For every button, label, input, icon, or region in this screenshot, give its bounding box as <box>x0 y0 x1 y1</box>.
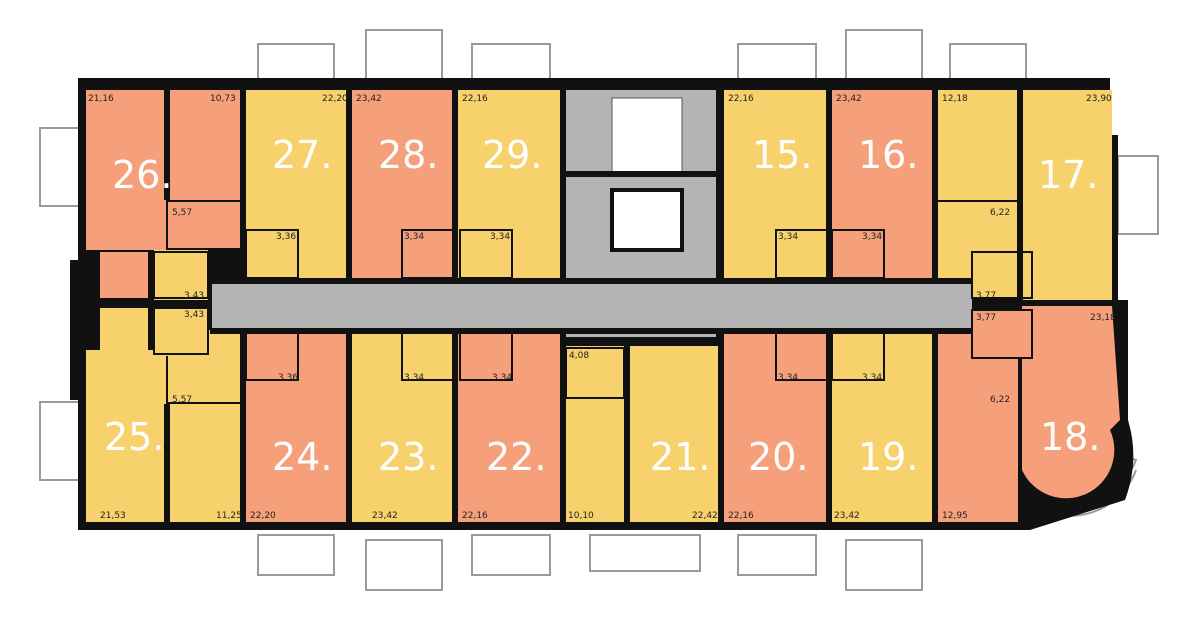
balcony <box>39 401 81 481</box>
apartment-26-room <box>86 90 166 250</box>
bath <box>153 251 209 299</box>
area-label: 3,43 <box>184 310 204 320</box>
area-label: 10,73 <box>210 94 236 104</box>
apartment-number: 20. <box>748 435 808 479</box>
bath <box>971 309 1033 359</box>
apartment-18-room <box>1022 306 1120 499</box>
bath <box>459 331 513 381</box>
area-label: 3,77 <box>976 313 996 323</box>
area-label: 3,34 <box>404 232 424 242</box>
apartment-25-room <box>86 350 166 522</box>
apartment-number: 21. <box>650 435 710 479</box>
balcony <box>845 29 923 81</box>
apartment-26-room <box>168 90 240 200</box>
apartment-number: 19. <box>858 435 918 479</box>
bath <box>775 331 829 381</box>
apartment-26-hall <box>168 202 240 248</box>
apartment-number: 28. <box>378 133 438 177</box>
area-label: 3,43 <box>184 291 204 301</box>
area-label: 3,36 <box>276 232 296 242</box>
apartment-number: 17. <box>1038 153 1098 197</box>
apartment-number: 24. <box>272 435 332 479</box>
apartment-26-kitchen <box>100 252 148 298</box>
area-label: 21,16 <box>88 94 114 104</box>
area-label: 23,18 <box>1090 313 1116 323</box>
area-label: 22,20 <box>250 511 276 521</box>
area-label: 23,42 <box>372 511 398 521</box>
apartment-17-room <box>1022 90 1112 300</box>
area-label: 23,42 <box>834 511 860 521</box>
apartment-25-kitchen <box>100 308 148 352</box>
area-label: 22,42 <box>692 511 718 521</box>
balcony <box>845 539 923 591</box>
area-label: 22,16 <box>728 94 754 104</box>
area-label: 22,20 <box>322 94 348 104</box>
apartment-number: 25. <box>104 415 164 459</box>
apartment-number: 16. <box>858 133 918 177</box>
area-label: 4,08 <box>569 351 589 361</box>
corridor <box>716 284 972 328</box>
apartment-number: 15. <box>752 133 812 177</box>
bath <box>401 331 455 381</box>
balcony <box>1117 155 1159 235</box>
area-label: 3,77 <box>976 291 996 301</box>
bath <box>459 229 513 279</box>
area-label: 5,57 <box>172 208 192 218</box>
balconies <box>39 29 1159 591</box>
interior-walls <box>82 84 1116 526</box>
apartment-number: 23. <box>378 435 438 479</box>
balcony <box>589 534 701 572</box>
area-label: 3,36 <box>278 373 298 383</box>
balcony <box>737 534 817 576</box>
area-label: 3,34 <box>862 232 882 242</box>
area-label: 5,57 <box>172 395 192 405</box>
stairs <box>611 97 683 173</box>
area-label: 3,34 <box>490 232 510 242</box>
area-label: 3,34 <box>492 373 512 383</box>
apartment-17-room <box>938 90 1018 200</box>
area-label: 6,22 <box>990 395 1010 405</box>
area-label: 3,34 <box>778 373 798 383</box>
apartment-number: 26. <box>112 153 172 197</box>
apartment-18-room <box>938 332 1018 522</box>
area-label: 21,53 <box>100 511 126 521</box>
balcony <box>471 534 551 576</box>
area-label: 22,16 <box>462 94 488 104</box>
balcony <box>365 539 443 591</box>
area-labels: 21,16 10,73 5,57 3,43 22,20 3,36 23,42 3… <box>88 94 1116 521</box>
apartment-25-room <box>168 404 240 522</box>
area-label: 12,18 <box>942 94 968 104</box>
apartment-number: 29. <box>482 133 542 177</box>
area-label: 22,16 <box>728 511 754 521</box>
area-label: 22,16 <box>462 511 488 521</box>
area-label: 23,42 <box>356 94 382 104</box>
area-label: 11,25 <box>216 511 242 521</box>
area-label: 6,22 <box>990 208 1010 218</box>
bath <box>153 307 209 355</box>
area-label: 23,42 <box>836 94 862 104</box>
area-label: 23,90 <box>1086 94 1112 104</box>
apartment-number: 27. <box>272 133 332 177</box>
apartment-21-room <box>630 346 718 522</box>
balcony <box>365 29 443 81</box>
elevator <box>610 188 684 252</box>
balcony <box>39 127 81 207</box>
apartment-numbers: 26. 27. 28. 29. 15. 16. 17. 25. 24. 23. … <box>104 133 1100 479</box>
apartment-number: 18. <box>1040 415 1100 459</box>
corridor <box>212 284 568 328</box>
area-label: 10,10 <box>568 511 594 521</box>
balcony <box>737 43 817 85</box>
area-label: 12,95 <box>942 511 968 521</box>
balcony <box>257 534 335 576</box>
apartment-number: 22. <box>486 435 546 479</box>
area-label: 3,34 <box>778 232 798 242</box>
area-label: 3,34 <box>862 373 882 383</box>
balcony <box>949 43 1027 85</box>
area-label: 3,34 <box>404 373 424 383</box>
